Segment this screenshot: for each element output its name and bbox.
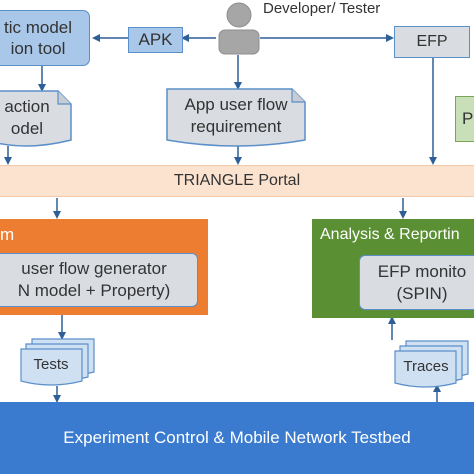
left-panel-title: m <box>0 225 15 244</box>
triangle-portal-bar: TRIANGLE Portal <box>0 165 474 197</box>
developer-icon <box>216 0 262 56</box>
right-green-doc: P <box>455 96 474 142</box>
tests-doc-stack <box>20 338 96 386</box>
testbed-bar: Experiment Control & Mobile Network Test… <box>0 402 474 474</box>
user-flow-line1: App user flow <box>184 95 288 114</box>
efp-label: EFP <box>416 33 448 50</box>
left-inner-line1: user flow generator <box>21 259 167 278</box>
right-panel-inner-box: EFP monito (SPIN) <box>359 255 474 310</box>
right-green-panel: Analysis & Reportin EFP monito (SPIN) <box>312 219 474 318</box>
action-model-text: action odel <box>0 94 68 142</box>
right-panel-title: Analysis & Reportin <box>320 226 460 243</box>
left-inner-line2: N model + Property) <box>17 281 171 300</box>
model-tool-box: tic model ion tool <box>0 10 90 66</box>
traces-label: Traces <box>403 357 449 375</box>
left-panel-inner-box: user flow generator N model + Property) <box>0 253 198 307</box>
model-tool-line1: tic model <box>3 18 73 37</box>
developer-label: Developer/ Tester <box>263 0 381 17</box>
portal-label: TRIANGLE Portal <box>173 172 301 189</box>
right-doc-label: P <box>462 109 474 128</box>
user-flow-text: App user flow requirement <box>166 92 306 140</box>
model-tool-line2: ion tool <box>10 39 66 58</box>
action-model-line1: action <box>4 97 50 116</box>
action-model-doc <box>0 90 72 148</box>
testbed-label: Experiment Control & Mobile Network Test… <box>63 428 411 447</box>
apk-box: APK <box>128 27 183 53</box>
right-inner-line1: EFP monito <box>377 261 467 281</box>
left-orange-panel: m user flow generator N model + Property… <box>0 219 208 315</box>
traces-doc-stack <box>394 340 470 388</box>
apk-label: APK <box>138 30 173 49</box>
efp-box: EFP <box>394 26 470 58</box>
user-flow-doc <box>166 88 306 148</box>
right-inner-line2: (SPIN) <box>396 283 448 303</box>
user-flow-line2: requirement <box>190 117 282 136</box>
tests-label: Tests <box>33 355 69 373</box>
action-model-line2: odel <box>10 119 44 138</box>
